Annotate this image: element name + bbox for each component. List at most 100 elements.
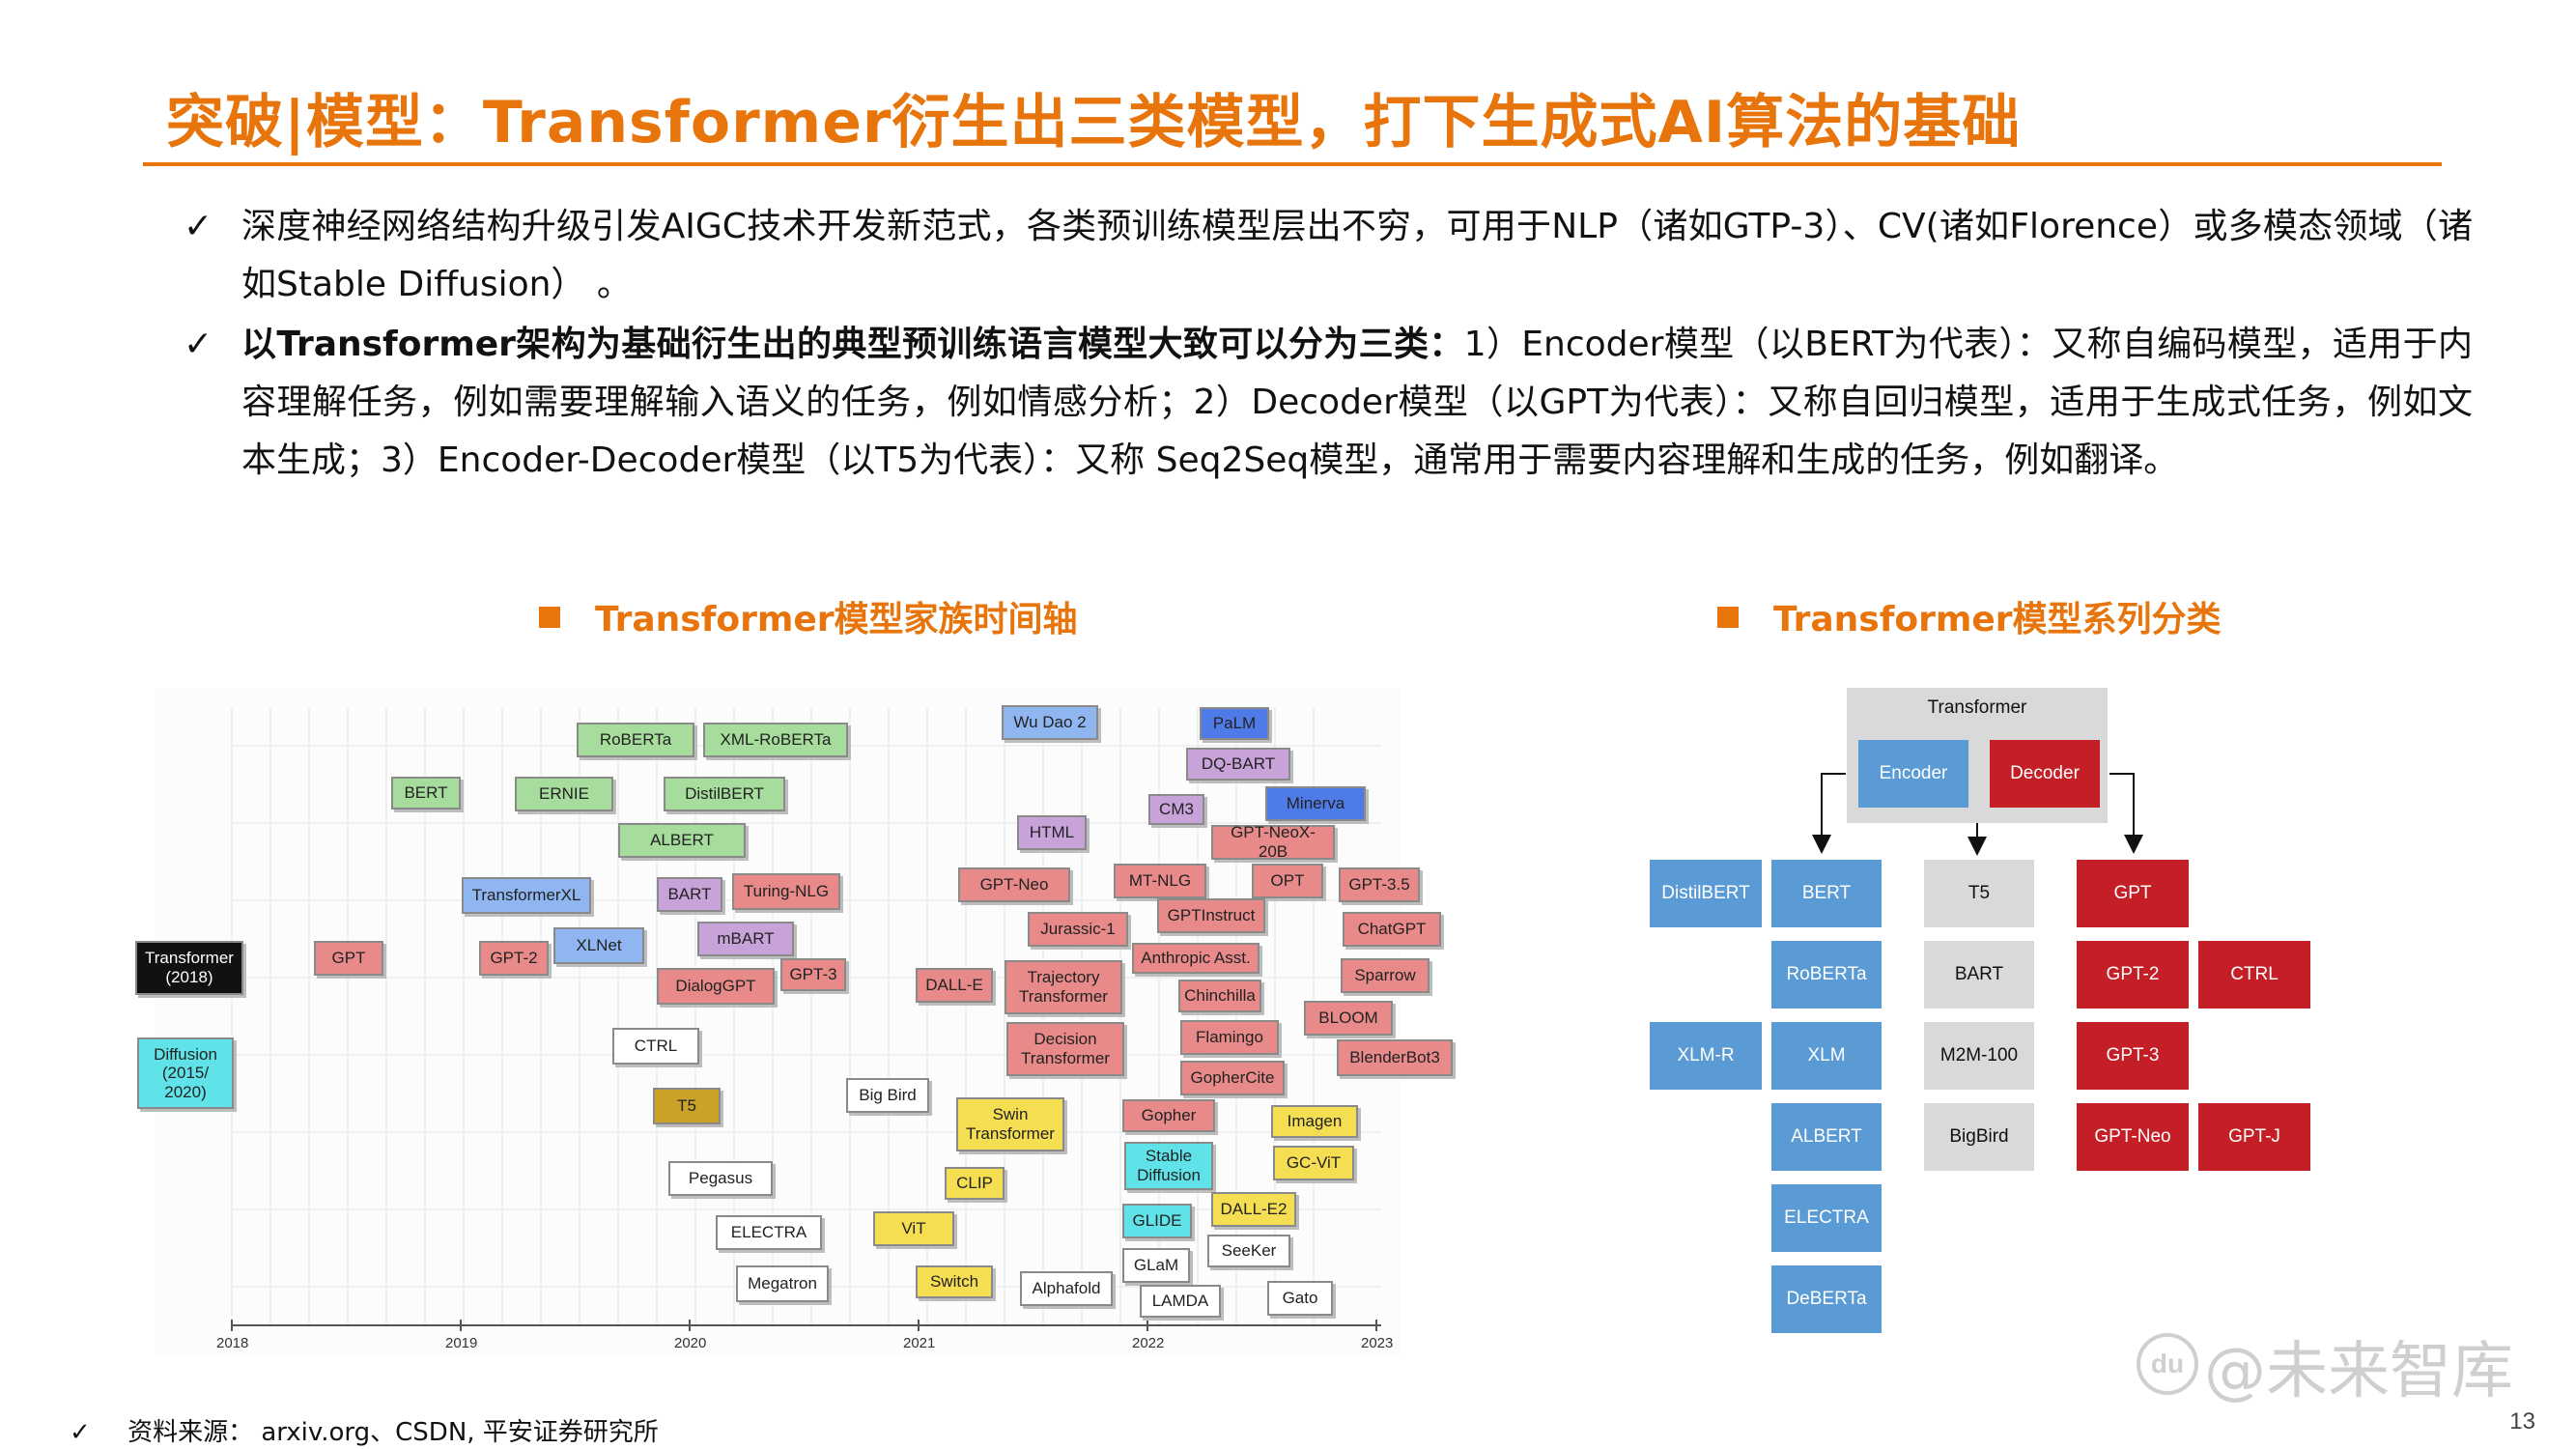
encdec-model: BigBird xyxy=(1924,1103,2034,1171)
decoder-model: GPT-3 xyxy=(2077,1022,2189,1090)
model-box: Stable Diffusion xyxy=(1124,1142,1213,1190)
model-box: ELECTRA xyxy=(716,1215,822,1250)
model-box: DALL-E xyxy=(916,968,993,1003)
model-box: TransformerXL xyxy=(462,877,591,914)
model-box: BlenderBot3 xyxy=(1337,1039,1453,1076)
model-box: GPTInstruct xyxy=(1157,898,1265,933)
model-box: Wu Dao 2 xyxy=(1002,705,1098,740)
connector-line xyxy=(1821,773,1823,840)
check-icon: ✓ xyxy=(70,1418,91,1447)
encoder-model: XLM xyxy=(1771,1022,1882,1090)
model-box: XML-RoBERTa xyxy=(703,723,848,757)
arrow-down-icon xyxy=(2124,835,2143,854)
model-box: BLOOM xyxy=(1304,1001,1393,1036)
year-tick-label: 2023 xyxy=(1361,1335,1394,1351)
model-box: Jurassic-1 xyxy=(1028,912,1128,947)
model-box: GPT xyxy=(314,941,383,976)
page-title: 突破|模型：Transformer衍生出三类模型，打下生成式AI算法的基础 xyxy=(166,89,2022,156)
model-box: BART xyxy=(657,877,722,912)
model-box: Turing-NLG xyxy=(732,873,840,910)
model-box: Alphafold xyxy=(1020,1271,1113,1306)
encoder-box: Encoder xyxy=(1858,740,1968,808)
bullet-2-text: 以Transformer架构为基础衍生出的典型预训练语言模型大致可以分为三类：1… xyxy=(241,316,2473,490)
check-icon: ✓ xyxy=(184,325,213,364)
model-box: DQ-BART xyxy=(1186,748,1290,781)
decoder-model: GPT-2 xyxy=(2077,941,2189,1009)
decoder-model: GPT xyxy=(2077,860,2189,927)
model-box: Big Bird xyxy=(846,1078,929,1113)
model-box: Diffusion (2015/ 2020) xyxy=(137,1037,234,1109)
model-box: MT-NLG xyxy=(1114,864,1206,898)
model-box: ERNIE xyxy=(515,777,613,811)
model-box: ViT xyxy=(873,1211,954,1246)
transformer-root-label: Transformer xyxy=(1927,697,2027,718)
encoder-side-model: XLM-R xyxy=(1650,1022,1762,1090)
year-tick-label: 2018 xyxy=(216,1335,249,1351)
model-box: GPT-Neo xyxy=(958,867,1070,902)
model-box: GPT-3 xyxy=(780,958,846,991)
source-note: ✓ 资料来源： arxiv.org、CSDN, 平安证券研究所 xyxy=(70,1412,659,1448)
decoder-side-model: GPT-J xyxy=(2198,1103,2310,1171)
model-box: mBART xyxy=(697,922,794,956)
page-number: 13 xyxy=(2509,1408,2535,1435)
arrow-down-icon xyxy=(1967,837,1987,856)
model-box: Swin Transformer xyxy=(956,1097,1064,1151)
model-box: Chinchilla xyxy=(1178,980,1261,1012)
model-box: Anthropic Asst. xyxy=(1132,943,1260,974)
bullet-2: ✓ 以Transformer架构为基础衍生出的典型预训练语言模型大致可以分为三类… xyxy=(184,316,2473,490)
model-box: ALBERT xyxy=(618,823,746,858)
decoder-model: GPT-Neo xyxy=(2077,1103,2189,1171)
watermark: @未来智库 xyxy=(2204,1336,2513,1407)
model-box: Trajectory Transformer xyxy=(1005,960,1122,1014)
square-bullet-icon xyxy=(539,607,560,628)
decoder-box: Decoder xyxy=(1990,740,2100,808)
model-box: PaLM xyxy=(1200,707,1269,740)
model-box: DialogGPT xyxy=(657,968,775,1005)
model-box: SeeKer xyxy=(1207,1235,1290,1267)
model-box: CLIP xyxy=(945,1167,1005,1200)
model-box: Imagen xyxy=(1271,1105,1358,1138)
arrow-down-icon xyxy=(1812,835,1831,854)
watermark-logo-icon: du xyxy=(2137,1333,2198,1395)
model-box: Gopher xyxy=(1122,1099,1215,1132)
connector-line xyxy=(1976,823,1978,842)
timeline-header-label: Transformer模型家族时间轴 xyxy=(595,600,1078,639)
model-box: GLIDE xyxy=(1122,1204,1192,1238)
model-box: CM3 xyxy=(1148,794,1204,825)
square-bullet-icon xyxy=(1717,607,1739,628)
model-box: DistilBERT xyxy=(664,777,785,811)
connector-line xyxy=(2109,773,2135,775)
model-box: GPT-3.5 xyxy=(1339,867,1420,902)
source-text: 资料来源： arxiv.org、CSDN, 平安证券研究所 xyxy=(127,1418,659,1447)
decoder-side-model: CTRL xyxy=(2198,941,2310,1009)
classification-header: Transformer模型系列分类 xyxy=(1717,591,2222,641)
encoder-model: RoBERTa xyxy=(1771,941,1882,1009)
encdec-model: T5 xyxy=(1924,860,2034,927)
model-box: GPT-NeoX-20B xyxy=(1211,823,1335,861)
model-box: CTRL xyxy=(612,1028,699,1065)
encoder-model: DeBERTa xyxy=(1771,1265,1882,1333)
model-box: Minerva xyxy=(1265,786,1366,821)
model-box: RoBERTa xyxy=(577,723,694,757)
encoder-model: ALBERT xyxy=(1771,1103,1882,1171)
transformer-timeline: 2018 2019 2020 2021 2022 2023 RoBERTa XM… xyxy=(135,688,1453,1354)
encdec-model: BART xyxy=(1924,941,2034,1009)
bullet-1-text: 深度神经网络结构升级引发AIGC技术开发新范式，各类预训练模型层出不穷，可用于N… xyxy=(241,207,2473,304)
model-box: Megatron xyxy=(736,1265,829,1302)
model-box: Gato xyxy=(1267,1281,1333,1316)
encoder-model: BERT xyxy=(1771,860,1882,927)
model-box: Pegasus xyxy=(668,1161,773,1196)
model-box: Flamingo xyxy=(1180,1020,1279,1055)
model-box: BERT xyxy=(391,777,461,810)
year-tick-label: 2022 xyxy=(1132,1335,1165,1351)
year-tick-label: 2020 xyxy=(674,1335,707,1351)
title-underline xyxy=(143,162,2442,166)
model-box: T5 xyxy=(653,1088,721,1124)
year-tick-label: 2021 xyxy=(903,1335,936,1351)
model-box: ChatGPT xyxy=(1343,912,1441,947)
encoder-side-model: DistilBERT xyxy=(1650,860,1762,927)
model-box: Transformer (2018) xyxy=(135,941,243,995)
year-tick-label: 2019 xyxy=(445,1335,478,1351)
timeline-header: Transformer模型家族时间轴 xyxy=(539,591,1078,641)
model-box: OPT xyxy=(1252,864,1323,898)
